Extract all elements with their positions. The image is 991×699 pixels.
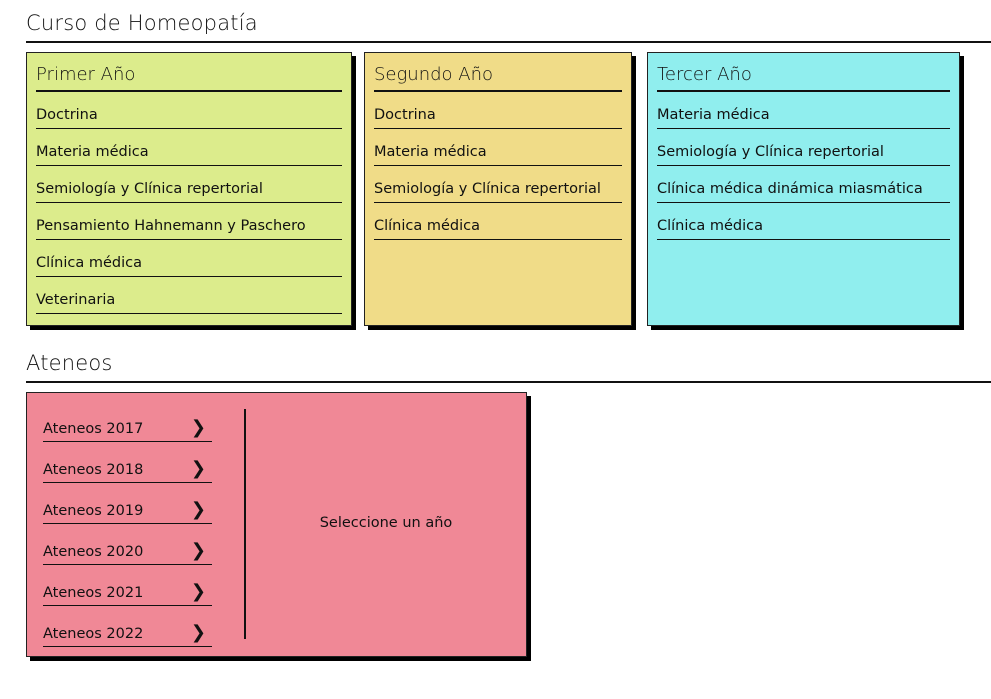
course-link[interactable]: Clínica médica xyxy=(657,203,950,240)
ateneos-title: Ateneos xyxy=(26,351,113,375)
year-item[interactable]: Ateneos 2019 ❯ xyxy=(43,483,212,524)
card-title: Tercer Año xyxy=(657,53,950,92)
course-link[interactable]: Materia médica xyxy=(36,129,342,166)
year-label: Ateneos 2018 xyxy=(43,462,144,478)
chevron-right-icon: ❯ xyxy=(190,458,206,479)
year-label: Ateneos 2021 xyxy=(43,585,144,601)
card-title: Segundo Año xyxy=(374,53,622,92)
ateneos-panel: Ateneos 2017 ❯ Ateneos 2018 ❯ Ateneos 2019… xyxy=(26,392,527,657)
course-link[interactable]: Materia médica xyxy=(374,129,622,166)
year-item[interactable]: Ateneos 2017 ❯ xyxy=(43,401,212,442)
course-link[interactable]: Semiología y Clínica repertorial xyxy=(374,166,622,203)
course-link[interactable]: Semiología y Clínica repertorial xyxy=(36,166,342,203)
year-item[interactable]: Ateneos 2022 ❯ xyxy=(43,606,212,647)
course-link[interactable]: Clínica médica xyxy=(36,240,342,277)
chevron-right-icon: ❯ xyxy=(190,622,206,643)
course-link[interactable]: Semiología y Clínica repertorial xyxy=(657,129,950,166)
divider xyxy=(26,41,991,43)
card-primer-ano: Primer Año Doctrina Materia médica Semio… xyxy=(26,52,352,326)
card-tercer-ano: Tercer Año Materia médica Semiología y C… xyxy=(647,52,960,326)
year-label: Ateneos 2020 xyxy=(43,544,144,560)
year-item[interactable]: Ateneos 2020 ❯ xyxy=(43,524,212,565)
divider xyxy=(26,381,991,383)
chevron-right-icon: ❯ xyxy=(190,581,206,602)
course-link[interactable]: Clínica médica dinámica miasmática xyxy=(657,166,950,203)
course-link[interactable]: Doctrina xyxy=(374,92,622,129)
course-link[interactable]: Pensamiento Hahnemann y Paschero xyxy=(36,203,342,240)
card-segundo-ano: Segundo Año Doctrina Materia médica Semi… xyxy=(364,52,632,326)
card-title: Primer Año xyxy=(36,53,342,92)
vertical-divider xyxy=(244,409,246,639)
course-link[interactable]: Doctrina xyxy=(36,92,342,129)
year-label: Ateneos 2022 xyxy=(43,626,144,642)
chevron-right-icon: ❯ xyxy=(190,540,206,561)
year-item[interactable]: Ateneos 2021 ❯ xyxy=(43,565,212,606)
course-link[interactable]: Materia médica xyxy=(657,92,950,129)
year-label: Ateneos 2017 xyxy=(43,421,144,437)
chevron-right-icon: ❯ xyxy=(190,417,206,438)
chevron-right-icon: ❯ xyxy=(190,499,206,520)
select-year-placeholder: Seleccione un año xyxy=(319,515,453,531)
course-link[interactable]: Veterinaria xyxy=(36,277,342,314)
year-label: Ateneos 2019 xyxy=(43,503,144,519)
year-item[interactable]: Ateneos 2018 ❯ xyxy=(43,442,212,483)
course-link[interactable]: Clínica médica xyxy=(374,203,622,240)
year-list: Ateneos 2017 ❯ Ateneos 2018 ❯ Ateneos 2019… xyxy=(43,401,212,647)
course-title: Curso de Homeopatía xyxy=(26,11,258,35)
